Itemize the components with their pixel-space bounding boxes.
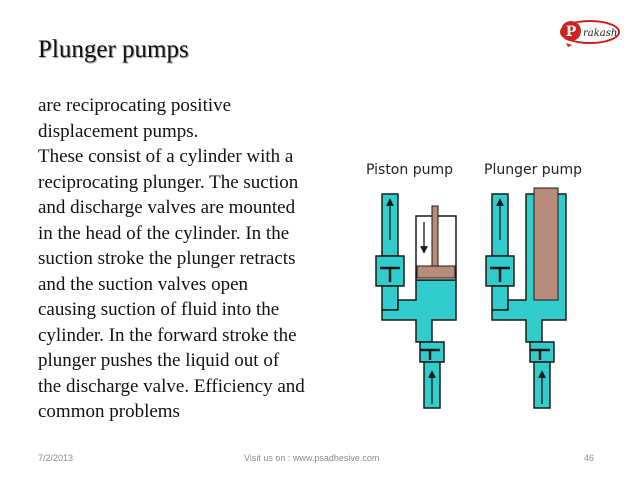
body-line: and discharge valves are mounted — [38, 197, 296, 218]
body-line: causing suction of fluid into the — [38, 299, 280, 320]
slide-title: Plunger pumps — [38, 36, 189, 63]
body-line: are reciprocating positive — [38, 95, 232, 116]
body-line: cylinder. In the forward stroke the — [38, 324, 297, 346]
slide-body-text: are reciprocating positive displacement … — [38, 93, 348, 425]
svg-text:rakash: rakash — [583, 28, 617, 39]
body-line: common problems — [38, 401, 180, 422]
body-line: and the suction valves open — [38, 273, 249, 295]
body-line: reciprocating plunger. The suction — [38, 171, 299, 193]
prakash-logo: P rakash — [560, 20, 620, 47]
body-line: in the head of the cylinder. In the — [38, 222, 290, 244]
footer-date: 7/2/2013 — [38, 453, 74, 463]
footer-site: Visit us on : www.psadhesive.com — [244, 453, 380, 463]
piston-pump-label: Piston pump — [366, 162, 453, 178]
piston-pump-figure — [375, 193, 457, 409]
pump-diagram: Piston pump Plunger pump — [366, 162, 582, 409]
body-line: These consist of a cylinder with a — [38, 146, 294, 167]
body-line: suction stroke the plunger retracts — [38, 248, 296, 269]
body-line: the discharge valve. Efficiency and — [38, 375, 305, 397]
svg-text:P: P — [566, 24, 577, 40]
plunger-pump-figure — [485, 187, 567, 409]
body-line: plunger pushes the liquid out of — [38, 350, 280, 371]
plunger-pump-label: Plunger pump — [484, 162, 582, 178]
body-line: displacement pumps. — [38, 120, 199, 142]
page-number: 46 — [584, 453, 595, 463]
